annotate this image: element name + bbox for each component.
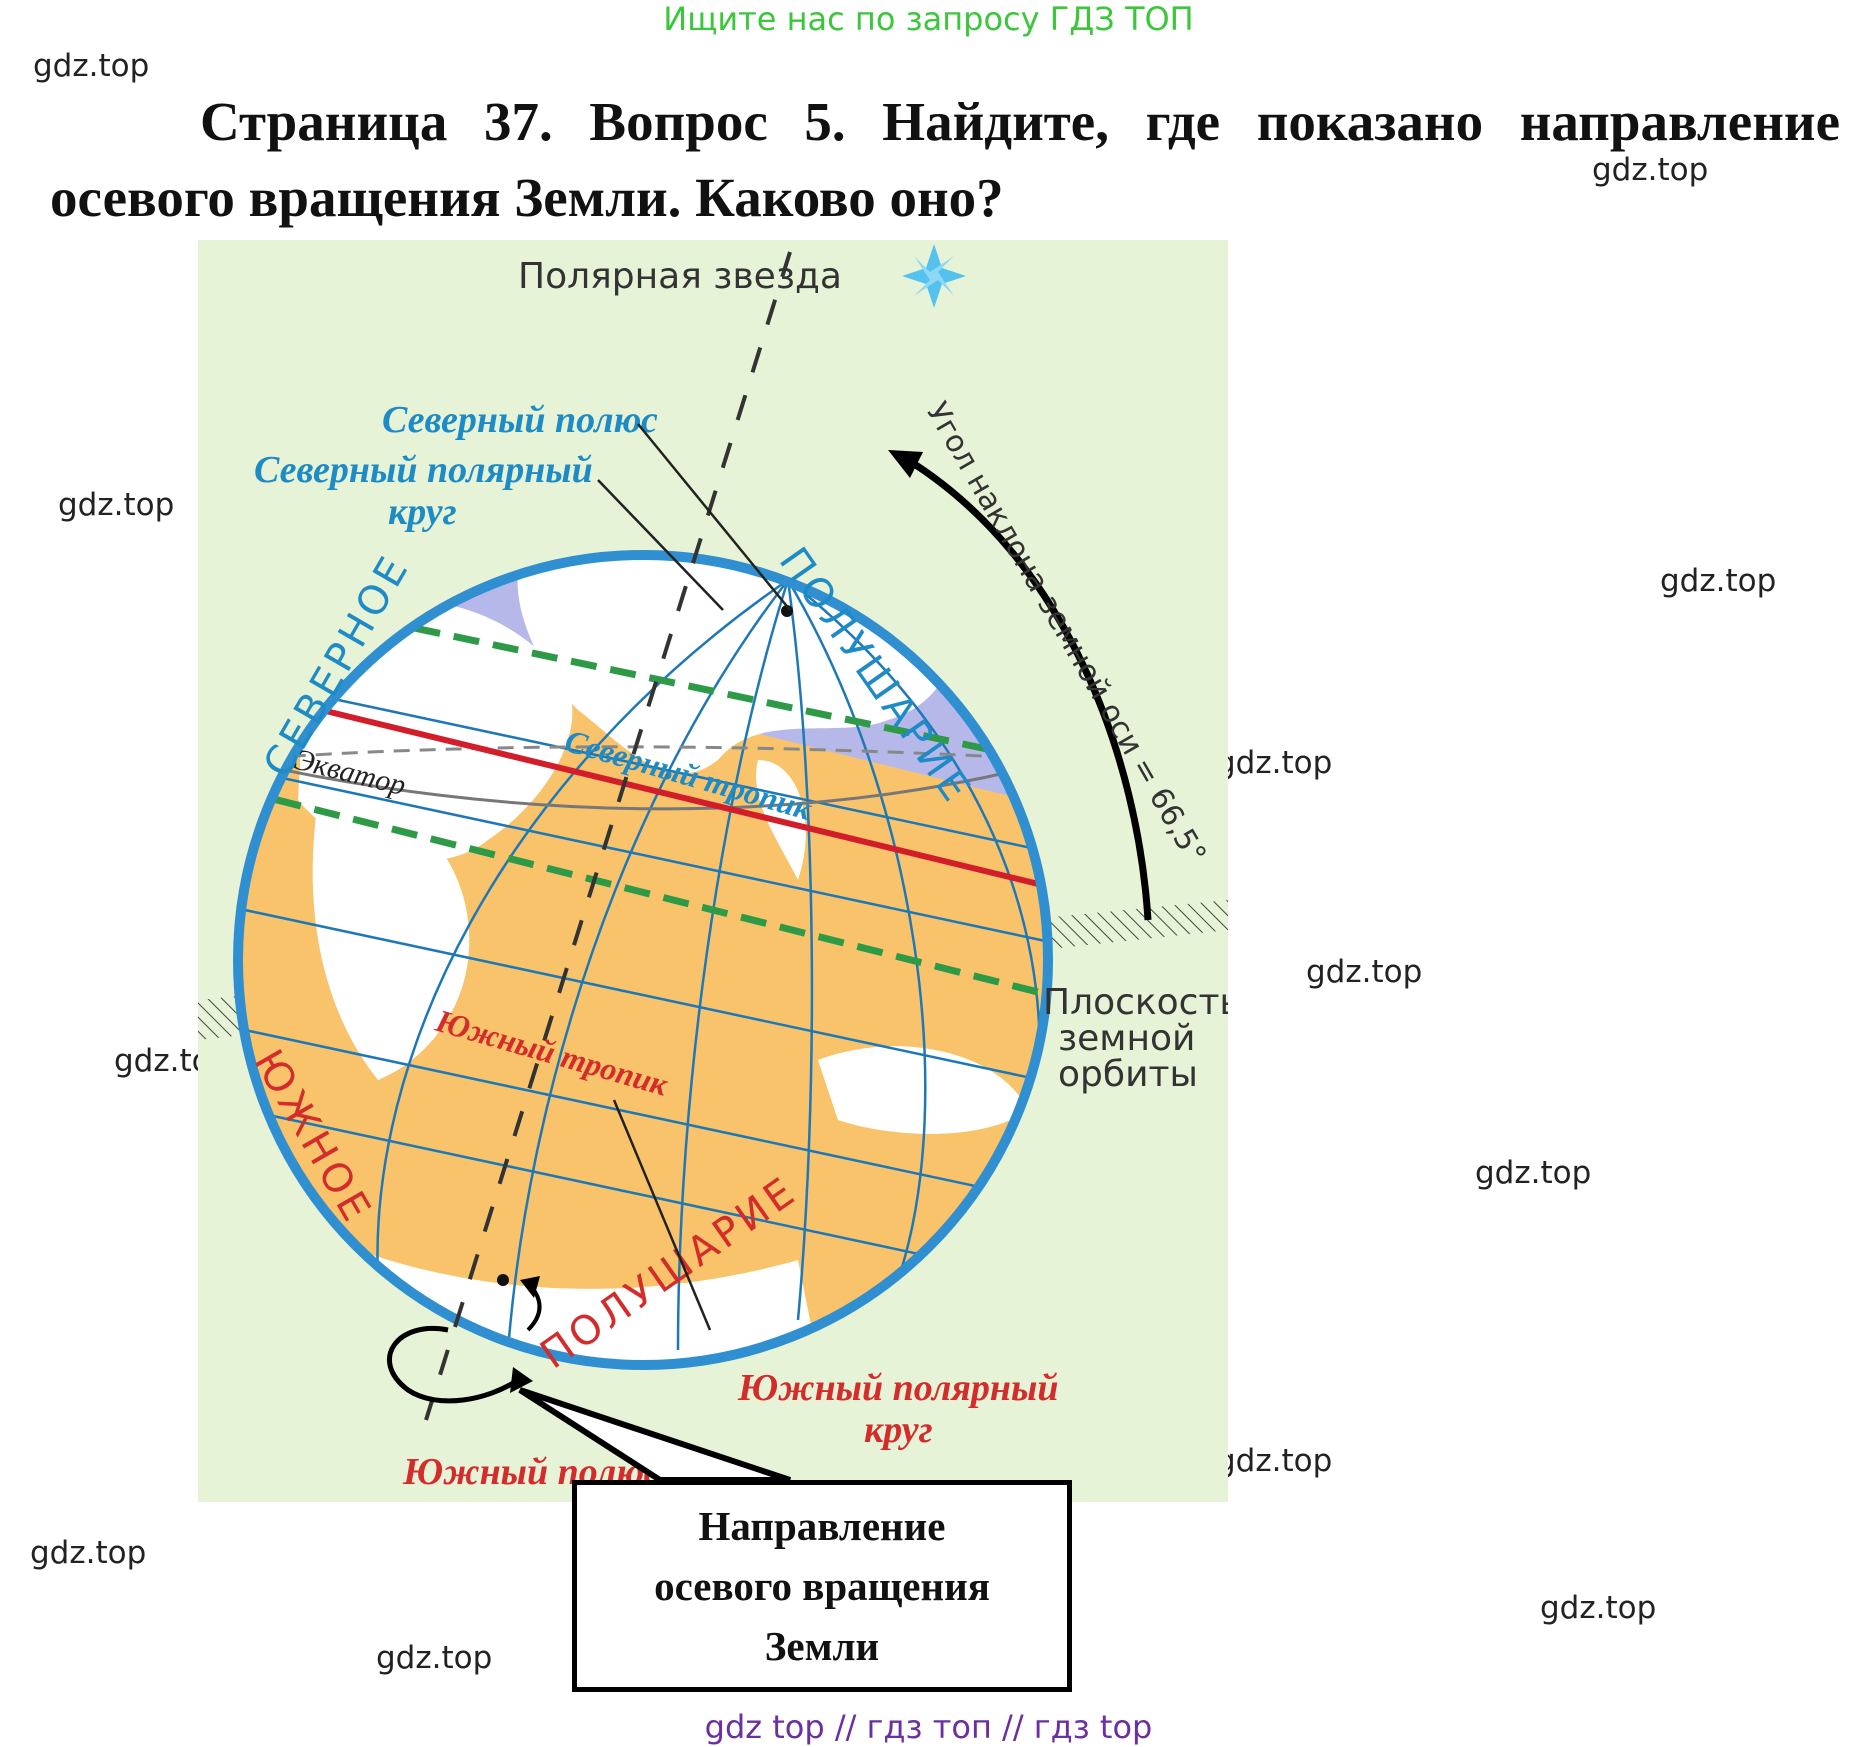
watermark: gdz.top <box>33 48 150 84</box>
arctic-circle-pointer <box>597 479 724 611</box>
callout-pointer <box>518 1387 791 1483</box>
north-pole-point <box>781 605 793 617</box>
antarctic-circle-pointer <box>612 1099 712 1331</box>
tilt-arc <box>906 457 1152 921</box>
antarctic-circle-label-2: круг <box>864 1409 933 1451</box>
north-pole-label: Северный полюс <box>382 399 658 441</box>
callout-line-2: осевого вращения <box>654 1563 990 1609</box>
continent-shape <box>818 1046 1028 1134</box>
rotation-direction-arrow <box>387 1326 520 1404</box>
orbit-plane-label-2: земной <box>1058 1018 1195 1059</box>
watermark: gdz.top <box>1660 563 1777 599</box>
callout-line-3: Земли <box>764 1623 880 1669</box>
globe-rim <box>233 550 1053 1370</box>
watermark: gdz.top <box>30 1535 147 1571</box>
question-heading: Страница 37. Вопрос 5. Найдите, где пока… <box>50 91 1840 228</box>
callout-line-1: Направление <box>698 1503 946 1549</box>
watermark: gdz.top <box>1216 745 1333 781</box>
watermark: gdz.top <box>58 487 175 523</box>
watermark: gdz.top <box>1306 954 1423 990</box>
orbit-plane-label-1: Плоскость <box>1043 982 1228 1023</box>
equator-line <box>238 677 1048 933</box>
arctic-circle-label: Северный полярный <box>254 449 593 491</box>
arctic-circle-label-2: круг <box>388 491 457 533</box>
earth-axis <box>424 251 792 1421</box>
watermark: gdz.top <box>1540 1590 1657 1626</box>
meridians <box>376 578 1041 1351</box>
polaris-label: Полярная звезда <box>518 256 842 297</box>
footer-links[interactable]: gdz top // гдз топ // гдз top <box>704 1708 1153 1746</box>
watermark: gdz.top <box>376 1640 493 1676</box>
rotation-arrow-head <box>510 1367 533 1393</box>
tropic-north-line <box>257 591 1048 804</box>
tilt-arrow-head <box>888 450 923 478</box>
antarctic-circle-label: Южный полярный <box>737 1367 1059 1409</box>
earth-axis-figure: Полярная звезда Угол наклона земной оси … <box>198 240 1228 1502</box>
watermark: gdz.top <box>1592 152 1709 188</box>
south-pole-point <box>497 1274 509 1286</box>
parallels <box>238 668 1048 1322</box>
top-banner: Ищите нас по запросу ГДЗ ТОП <box>663 0 1194 38</box>
answer-callout: Направление осевого вращения Земли <box>572 1480 1072 1692</box>
watermark: gdz.top <box>1216 1443 1333 1479</box>
tropic-south-line <box>238 776 1048 1044</box>
north-pole-pointer <box>637 423 791 611</box>
polaris-star-icon <box>902 244 966 308</box>
orbit-plane-label-3: орбиты <box>1058 1054 1198 1095</box>
watermark: gdz.top <box>1475 1155 1592 1191</box>
